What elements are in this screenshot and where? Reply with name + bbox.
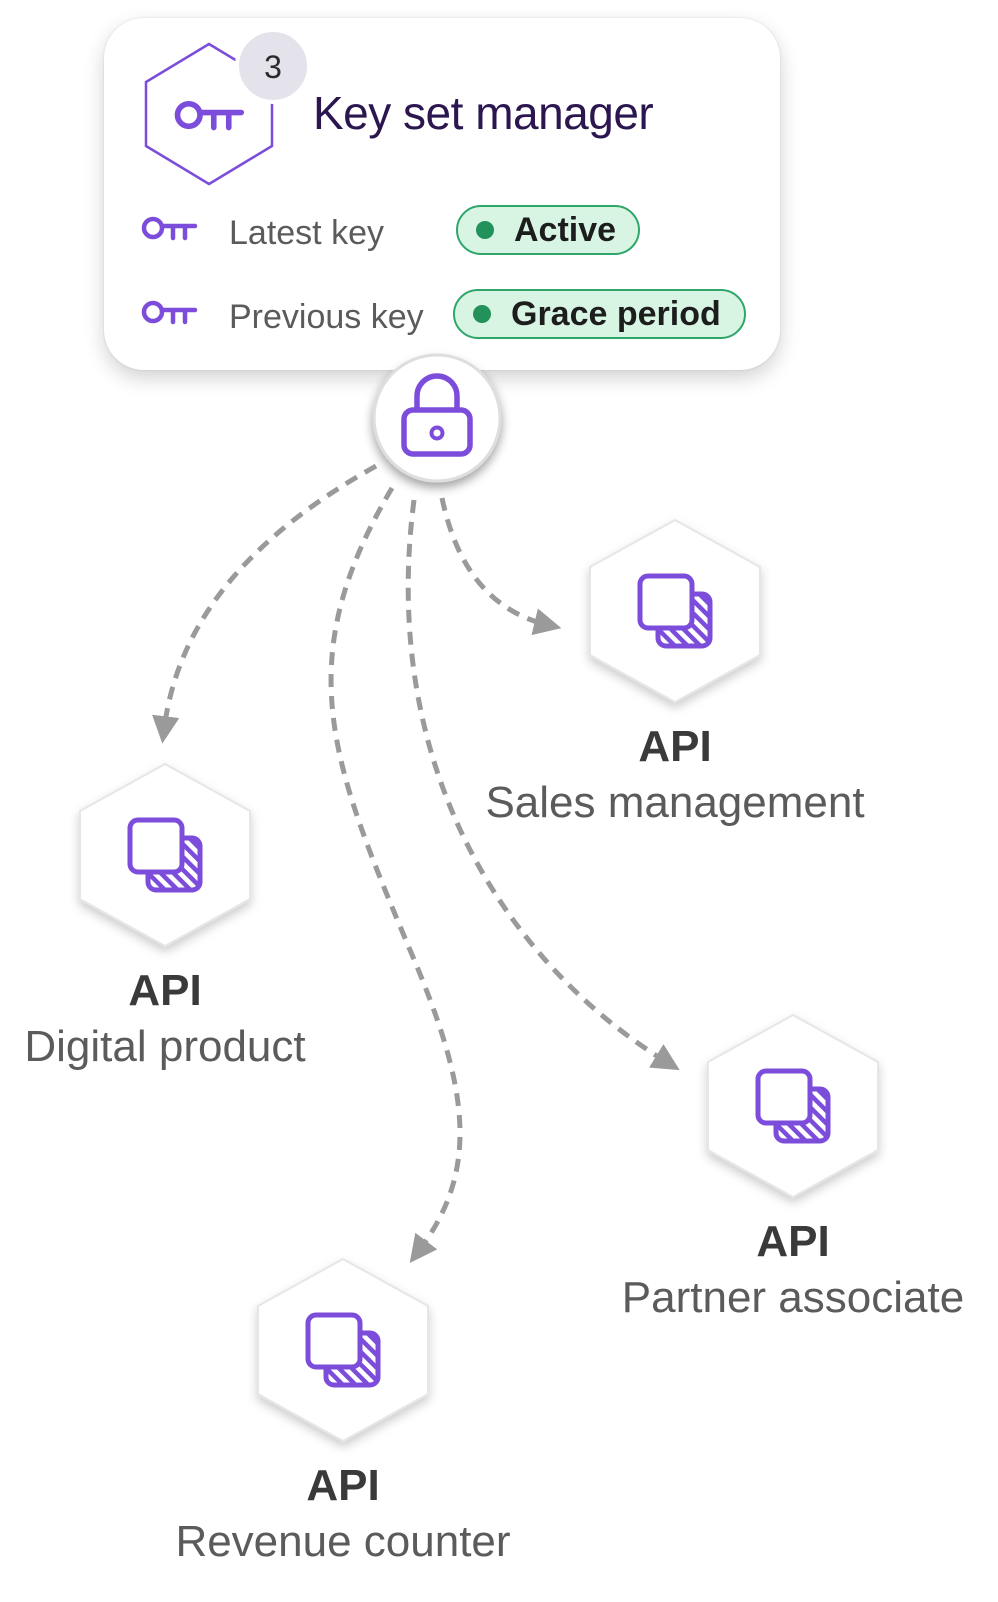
api-kind-sales-management: API (638, 722, 712, 771)
latest-key-label: Latest key (229, 214, 384, 252)
api-node-revenue-counter[interactable] (257, 1257, 429, 1443)
api-kind-partner-associate: API (756, 1217, 830, 1266)
latest-key-icon (141, 216, 198, 241)
status-dot (476, 221, 494, 239)
connector-sales-management (439, 497, 562, 636)
status-badge-text: Grace period (511, 294, 721, 333)
card-title: Key set manager (313, 87, 654, 139)
count-badge-text: 3 (264, 49, 282, 85)
api-node-partner-associate[interactable] (707, 1013, 879, 1199)
connectors (152, 463, 680, 1263)
api-name-sales-management: Sales management (485, 778, 865, 827)
connector-revenue-counter (328, 486, 463, 1263)
api-name-partner-associate: Partner associate (621, 1273, 965, 1322)
status-dot (473, 305, 491, 323)
api-node-digital-product[interactable] (79, 762, 251, 948)
api-kind-digital-product: API (128, 966, 202, 1015)
count-badge: 3 (235, 28, 311, 104)
status-badge-text: Active (514, 210, 617, 249)
api-kind-revenue-counter: API (306, 1461, 380, 1510)
status-badge-grace-period: Grace period (453, 289, 746, 339)
api-name-revenue-counter: Revenue counter (175, 1517, 511, 1566)
connector-digital-product (152, 463, 378, 744)
previous-key-label: Previous key (229, 298, 424, 336)
api-node-sales-management[interactable] (589, 518, 761, 704)
api-name-digital-product: Digital product (24, 1022, 306, 1071)
status-badge-active: Active (456, 205, 640, 255)
previous-key-icon (141, 300, 198, 325)
key-icon (174, 100, 245, 131)
